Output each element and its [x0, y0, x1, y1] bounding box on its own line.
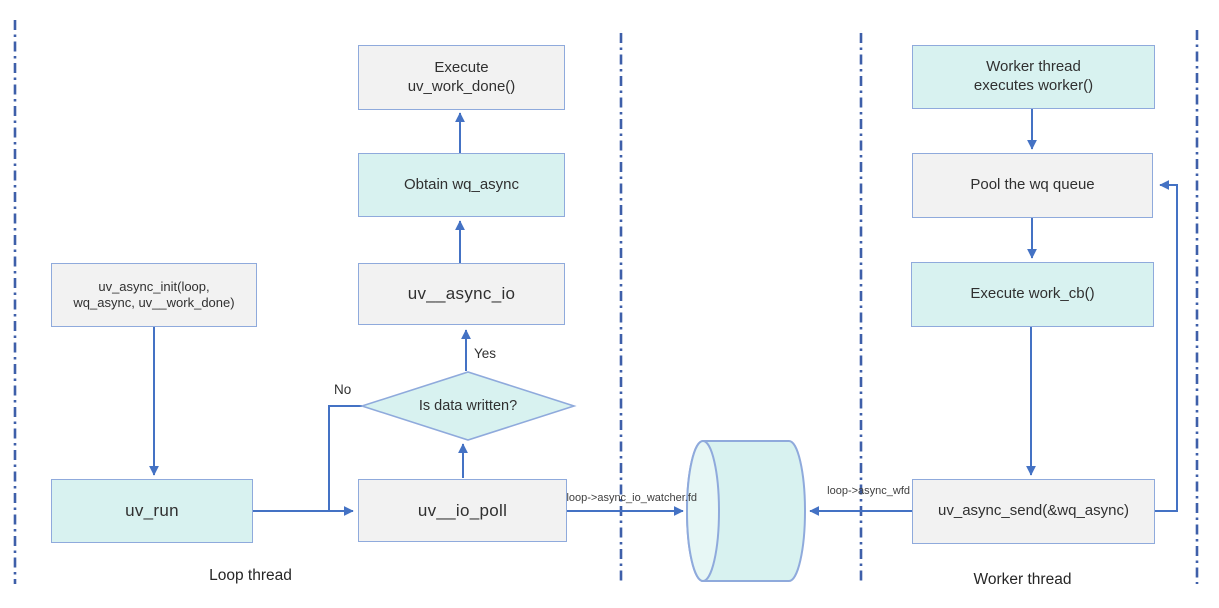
node-label: uv__io_poll — [417, 500, 508, 520]
node-label: Execute uv_work_done() — [407, 58, 516, 95]
node-uv-async-init: uv_async_init(loop, wq_async, uv__work_d… — [51, 263, 257, 327]
arrow-diamond-no-branch — [328, 405, 362, 510]
branch-label-no: No — [334, 382, 352, 397]
thread-separator-lines — [13, 20, 1199, 584]
branch-label-yes: Yes — [474, 346, 497, 361]
arrow-asyncsend-loop-to-pool — [1155, 180, 1178, 512]
node-pool-wq-queue: Pool the wq queue — [912, 153, 1153, 218]
node-label: uv_async_init(loop, wq_async, uv__work_d… — [73, 278, 235, 310]
pipe-cylinder — [686, 440, 806, 582]
node-label: Worker thread executes worker() — [973, 58, 1094, 94]
edge-label-async-wfd: loop->async_wfd — [827, 485, 910, 497]
decision-diamond-shape — [359, 371, 577, 441]
node-label: uv_async_send(&wq_async) — [938, 502, 1129, 520]
node-label: Is data written? — [418, 398, 518, 414]
pipe-cylinder-cap — [686, 440, 720, 582]
node-label: uv_run — [125, 501, 179, 521]
node-is-data-written: Is data written? — [377, 372, 559, 440]
lane-label-worker-thread: Worker thread — [973, 571, 1072, 588]
node-uv-async-send: uv_async_send(&wq_async) — [912, 479, 1155, 544]
node-label: Pool the wq queue — [970, 176, 1095, 194]
node-uv-run: uv_run — [51, 479, 253, 543]
node-uv-io-poll: uv__io_poll — [358, 479, 567, 542]
node-execute-uv-work-done: Execute uv_work_done() — [358, 45, 565, 110]
edge-label-io-watcher-fd: loop->async_io_watcher.fd — [566, 492, 697, 504]
node-execute-work-cb: Execute work_cb() — [911, 262, 1154, 327]
node-worker-thread-executes: Worker thread executes worker() — [912, 45, 1155, 109]
node-label: uv__async_io — [407, 284, 516, 304]
node-label: Obtain wq_async — [403, 175, 520, 193]
node-obtain-wq-async: Obtain wq_async — [358, 153, 565, 217]
node-uv-async-io: uv__async_io — [358, 263, 565, 325]
node-label: Execute work_cb() — [970, 285, 1095, 303]
lane-label-loop-thread: Loop thread — [209, 567, 292, 584]
arrows — [149, 109, 1178, 516]
